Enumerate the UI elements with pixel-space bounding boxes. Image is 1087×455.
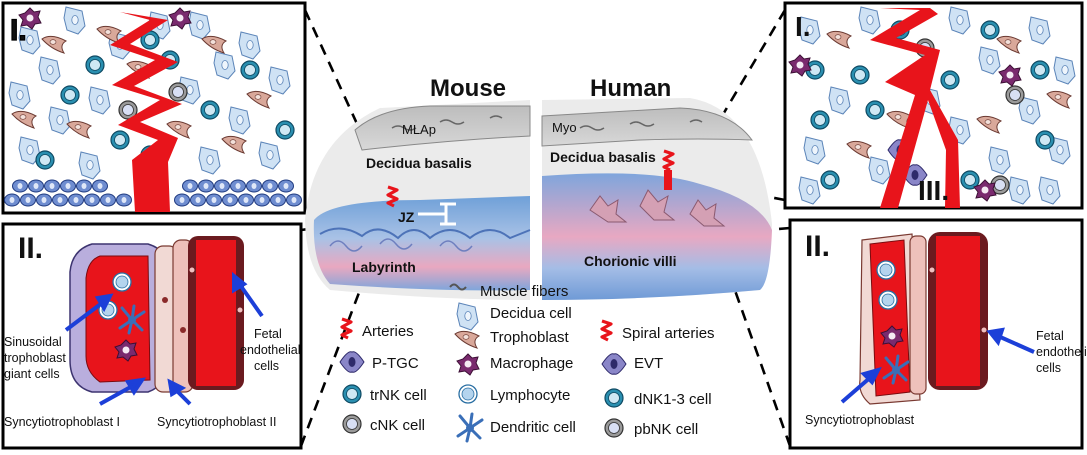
mouse-placenta: Mouse MLAp Decidua basalis JZ Labyrinth (305, 75, 531, 300)
annotation-arrows (840, 327, 1035, 404)
legend-lymphocyte: Lymphocyte (490, 387, 570, 404)
labyrinth-label: Labyrinth (352, 259, 416, 275)
legend-dendritic: Dendritic cell (490, 419, 576, 436)
human-panel-I: I. III. (783, 1, 1084, 210)
decidua-label: Decidua basalis (366, 155, 472, 171)
trnk-icon (342, 384, 362, 404)
spiral-artery (110, 12, 182, 212)
artery-icon (340, 317, 353, 340)
dendritic-icon (456, 412, 484, 443)
fetal-label-1: Fetal (254, 327, 282, 341)
legend: Muscle fibers Arteries Decidua cell Spir… (339, 283, 715, 443)
spiral-artery-icon (600, 319, 613, 342)
human-placenta: Human Myo Decidua basalis Chorionic vill… (541, 75, 772, 300)
ptgc-icon (339, 351, 365, 373)
myo-label: Myo (552, 120, 577, 135)
dnk-icon (604, 388, 624, 408)
mlap-label: MLAp (402, 122, 436, 137)
decidua-label: Decidua basalis (550, 149, 656, 165)
evt-icon (601, 353, 627, 375)
decidua-cell-icon (456, 302, 479, 331)
human-title: Human (590, 75, 671, 102)
mouse-title: Mouse (430, 75, 506, 102)
legend-evt: EVT (634, 355, 663, 372)
fetal-label-2: endothelial (1036, 345, 1087, 359)
cnk-icon (342, 414, 362, 434)
syncytio-II-label: Syncytiotrophoblast II (157, 415, 277, 429)
legend-trnk: trNK cell (370, 387, 427, 404)
sinusoidal-label-1: Sinusoidal (4, 335, 62, 349)
panel-label: III. (918, 175, 949, 206)
human-panel-II: II. Fetal endothelial cells Syncytiotrop… (788, 218, 1087, 450)
trophoblast-icon (454, 330, 480, 349)
syncytio-I-label: Syncytiotrophoblast I (4, 415, 120, 429)
mouse-panel-II: II. Sinusoidal trophoblast giant cells F… (1, 222, 303, 450)
spiral-artery (870, 8, 960, 208)
sinusoidal-label-3: giant cells (4, 367, 60, 381)
macrophage-icon (456, 353, 480, 376)
legend-cnk: cNK cell (370, 417, 425, 434)
legend-decidua-cell: Decidua cell (490, 305, 572, 322)
syncytio-label: Syncytiotrophoblast (805, 413, 915, 427)
fetal-label-3: cells (254, 359, 279, 373)
legend-muscle: Muscle fibers (480, 283, 568, 300)
panel-label: I. (795, 11, 811, 42)
fetal-label-3: cells (1036, 361, 1061, 375)
fetal-label-1: Fetal (1036, 329, 1064, 343)
legend-arteries: Arteries (362, 323, 414, 340)
legend-trophoblast: Trophoblast (490, 329, 569, 346)
panel-label: II. (805, 230, 830, 263)
mouse-panel-I: I. (1, 1, 307, 215)
legend-pbnk: pbNK cell (634, 421, 698, 438)
panel-label: I. (10, 14, 27, 47)
legend-spiral: Spiral arteries (622, 325, 715, 342)
legend-ptgc: P-TGC (372, 355, 419, 372)
sinusoidal-label-2: trophoblast (4, 351, 66, 365)
muscle-fiber-icon (449, 283, 467, 291)
villi-label: Chorionic villi (584, 253, 677, 269)
legend-macrophage: Macrophage (490, 355, 573, 372)
lymphocyte-icon (458, 384, 478, 404)
panel-label: II. (18, 232, 43, 265)
fetal-label-2: endothelial (240, 343, 300, 357)
annotation-arrows (64, 271, 264, 406)
legend-dnk: dNK1-3 cell (634, 391, 712, 408)
pbnk-icon (604, 418, 624, 438)
jz-label: JZ (398, 209, 415, 225)
